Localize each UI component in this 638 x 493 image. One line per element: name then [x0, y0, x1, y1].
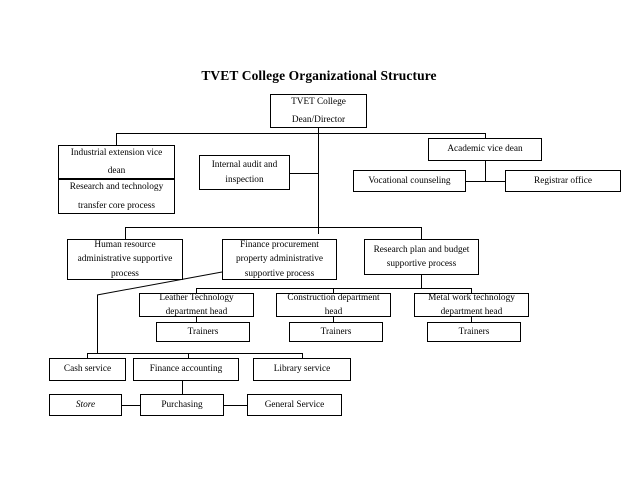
connector-to-human-resource [125, 227, 126, 239]
page-title: TVET College Organizational Structure [201, 68, 437, 83]
node-registrar-office[interactable]: Registrar office [505, 170, 621, 192]
node-trainers-leather[interactable]: Trainers [156, 322, 250, 342]
node-vocational-counseling-label: Vocational counseling [368, 175, 451, 186]
connector-leather-to-trainers [196, 317, 197, 322]
connector-top-bus [116, 133, 485, 134]
connector-diagonal-drop [97, 295, 98, 353]
node-human-resource-line3: process [111, 268, 139, 279]
node-trainers-metal[interactable]: Trainers [427, 322, 521, 342]
node-finance-procurement-process[interactable]: Finance procurement property administrat… [222, 239, 337, 280]
connector-to-construction [333, 288, 334, 293]
node-vocational-counseling[interactable]: Vocational counseling [353, 170, 466, 192]
node-research-tech-line2: transfer core process [78, 200, 155, 211]
node-general-service[interactable]: General Service [247, 394, 342, 416]
node-cash-service[interactable]: Cash service [49, 358, 126, 381]
node-research-technology-transfer[interactable]: Research and technology transfer core pr… [58, 179, 175, 214]
node-cash-service-label: Cash service [63, 364, 112, 375]
node-academic-vice-dean[interactable]: Academic vice dean [428, 138, 542, 161]
connector-to-cash-service [87, 353, 88, 358]
node-dean-line2: Dean/Director [291, 115, 346, 125]
node-industrial-line1: Industrial extension vice [70, 147, 163, 158]
node-finance-accounting-label: Finance accounting [149, 364, 223, 375]
connector-academic-bus [409, 181, 562, 182]
connector-finance-accounting-to-purchasing [182, 381, 183, 394]
connector-purchasing-to-general-service [224, 405, 247, 406]
connector-internal-audit-to-trunk [290, 173, 319, 174]
connector-dean-trunk [318, 128, 319, 234]
node-dean-line1: TVET College [291, 96, 346, 107]
node-academic-vice-dean-label: Academic vice dean [447, 144, 523, 155]
node-library-service[interactable]: Library service [253, 358, 351, 381]
node-store[interactable]: Store [49, 394, 122, 416]
node-research-plan-line2: supportive process [386, 259, 457, 269]
node-metal-work-line1: Metal work technology [428, 292, 515, 303]
connector-metal-to-trainers [471, 317, 472, 322]
node-research-plan-line1: Research plan and budget [373, 244, 470, 255]
connector-to-library-service [302, 353, 303, 358]
node-industrial-line2: dean [107, 166, 126, 176]
node-store-label: Store [75, 399, 96, 410]
node-research-tech-line1: Research and technology [69, 182, 164, 193]
node-construction-department-head[interactable]: Construction department head [276, 293, 391, 317]
connector-to-industrial-extension [116, 133, 117, 145]
node-purchasing[interactable]: Purchasing [140, 394, 224, 416]
node-human-resource-line2: administrative supportive [77, 254, 173, 265]
node-leather-line1: Leather Technology [159, 292, 234, 303]
node-leather-technology-department-head[interactable]: Leather Technology department head [139, 293, 254, 317]
connector-academic-drop [485, 161, 486, 181]
node-construction-line1: Construction department [287, 292, 380, 303]
node-internal-audit-inspection[interactable]: Internal audit and inspection [199, 155, 290, 190]
node-trainers-metal-label: Trainers [458, 326, 490, 337]
node-metal-work-technology-department-head[interactable]: Metal work technology department head [414, 293, 529, 317]
node-general-service-label: General Service [264, 399, 325, 410]
node-trainers-construction-label: Trainers [320, 326, 352, 337]
node-dean-director[interactable]: TVET College Dean/Director [270, 94, 367, 128]
connector-process-bus [125, 227, 421, 228]
connector-to-research-plan [421, 227, 422, 239]
node-human-resource-process[interactable]: Human resource administrative supportive… [67, 239, 183, 280]
node-library-service-label: Library service [273, 364, 331, 375]
node-finance-procurement-line1: Finance procurement [240, 239, 319, 250]
node-metal-work-line2: department head [440, 307, 503, 317]
node-trainers-construction[interactable]: Trainers [289, 322, 383, 342]
node-research-plan-budget-process[interactable]: Research plan and budget supportive proc… [364, 239, 479, 275]
connector-research-plan-drop [421, 275, 422, 288]
node-internal-audit-line2: inspection [225, 174, 264, 185]
connector-to-finance-accounting [188, 353, 189, 358]
node-human-resource-line1: Human resource [94, 239, 156, 250]
node-industrial-extension-vice-dean[interactable]: Industrial extension vice dean [58, 145, 175, 179]
node-construction-line2: head [324, 307, 343, 317]
node-finance-accounting[interactable]: Finance accounting [133, 358, 239, 381]
node-registrar-office-label: Registrar office [534, 175, 592, 186]
connector-to-academic-vice-dean [485, 133, 486, 138]
connector-to-leather [196, 288, 197, 293]
node-trainers-leather-label: Trainers [187, 326, 219, 337]
connector-service-bus [87, 353, 302, 354]
node-finance-procurement-line2: property administrative [235, 254, 323, 265]
node-purchasing-label: Purchasing [161, 399, 203, 410]
connector-construction-to-trainers [333, 317, 334, 322]
node-finance-procurement-line3: supportive process [244, 268, 315, 279]
connector-to-metal-work [471, 288, 472, 293]
node-leather-line2: department head [165, 307, 228, 317]
node-internal-audit-line1: Internal audit and [211, 160, 278, 171]
connector-store-to-purchasing [122, 405, 140, 406]
